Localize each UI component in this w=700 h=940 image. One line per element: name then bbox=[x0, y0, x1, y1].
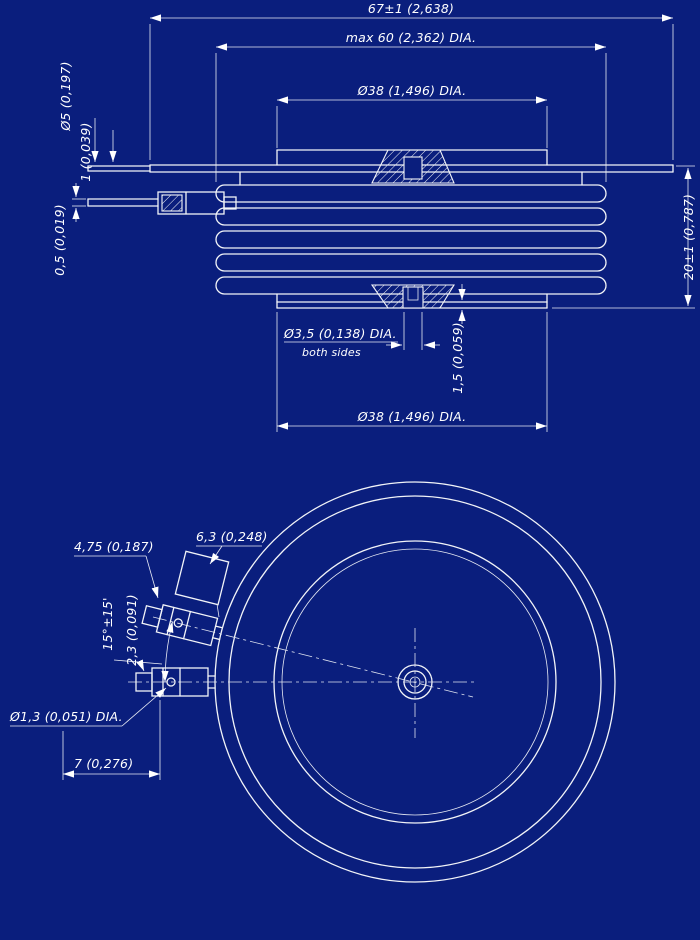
dim-gate-wire-label: 1 (0,039) bbox=[78, 122, 93, 181]
dim-hole-offset: 7 (0,276) bbox=[62, 700, 161, 780]
angle-dimension-arc bbox=[161, 621, 174, 683]
dim-gate-wire-lower-label: 0,5 (0,019) bbox=[52, 204, 67, 276]
dim-gate-wire: 1 (0,039) bbox=[78, 122, 117, 182]
dim-connector-length-label: 6,3 (0,248) bbox=[196, 529, 268, 544]
gate-connector-horizontal bbox=[135, 667, 216, 697]
dim-connector-width: 4,75 (0,187) bbox=[74, 539, 159, 599]
dim-pole-face-top: Ø38 (1,496) DIA. bbox=[276, 83, 548, 148]
dim-pole-face-top-label: Ø38 (1,496) DIA. bbox=[357, 83, 467, 98]
dim-tab-thickness-label: 2,3 (0,091) bbox=[124, 594, 139, 666]
centerlines bbox=[128, 616, 478, 738]
dim-hole-depth-label: 1,5 (0,059) bbox=[450, 322, 465, 394]
side-view: 67±1 (2,638) max 60 (2,362) DIA. Ø38 (1,… bbox=[52, 1, 696, 432]
dim-hole-depth: 1,5 (0,059) bbox=[450, 284, 466, 394]
dim-pin-hole: Ø1,3 (0,051) DIA. bbox=[9, 687, 167, 727]
dim-gate-tube: Ø5 (0,197) bbox=[58, 61, 99, 162]
dim-gate-tube-label: Ø5 (0,197) bbox=[58, 61, 73, 131]
dim-thickness-label: 20±1 (0,787) bbox=[681, 194, 696, 280]
connector-end-square bbox=[174, 550, 230, 606]
dim-max-diameter-label: max 60 (2,362) DIA. bbox=[346, 30, 476, 45]
bottom-gate-recess bbox=[402, 286, 424, 309]
note-both-sides: both sides bbox=[302, 346, 361, 359]
dim-thickness: 20±1 (0,787) bbox=[552, 165, 696, 309]
dim-connector-length: 6,3 (0,248) bbox=[196, 529, 268, 565]
dim-connector-width-label: 4,75 (0,187) bbox=[74, 539, 154, 554]
center-pin bbox=[407, 286, 419, 301]
upper-lead-wire bbox=[87, 165, 151, 172]
dim-overall-width-label: 67±1 (2,638) bbox=[368, 1, 454, 16]
dim-overall-width: 67±1 (2,638) bbox=[149, 1, 674, 160]
dim-hole-offset-label: 7 (0,276) bbox=[74, 756, 133, 771]
gate-lead-assembly bbox=[87, 191, 237, 215]
dim-gate-wire-lower: 0,5 (0,019) bbox=[52, 183, 86, 276]
dim-center-hole-label: Ø3,5 (0,138) DIA. bbox=[283, 326, 397, 341]
dim-pole-face-bottom-label: Ø38 (1,496) DIA. bbox=[357, 409, 467, 424]
ceramic-fins bbox=[215, 171, 607, 303]
plan-view: 4,75 (0,187) 6,3 (0,248) 15°±15' 2,3 (0,… bbox=[9, 481, 616, 883]
dim-center-hole: Ø3,5 (0,138) DIA. both sides bbox=[283, 312, 440, 359]
dim-pin-hole-label: Ø1,3 (0,051) DIA. bbox=[9, 709, 123, 724]
dim-max-diameter: max 60 (2,362) DIA. bbox=[215, 30, 607, 182]
dim-pole-face-bottom: Ø38 (1,496) DIA. bbox=[276, 312, 548, 432]
dim-angle-label: 15°±15' bbox=[100, 597, 115, 650]
top-gate-recess bbox=[403, 156, 423, 180]
dim-tab-thickness: 2,3 (0,091) bbox=[124, 594, 145, 672]
connector-square-link bbox=[216, 603, 220, 618]
